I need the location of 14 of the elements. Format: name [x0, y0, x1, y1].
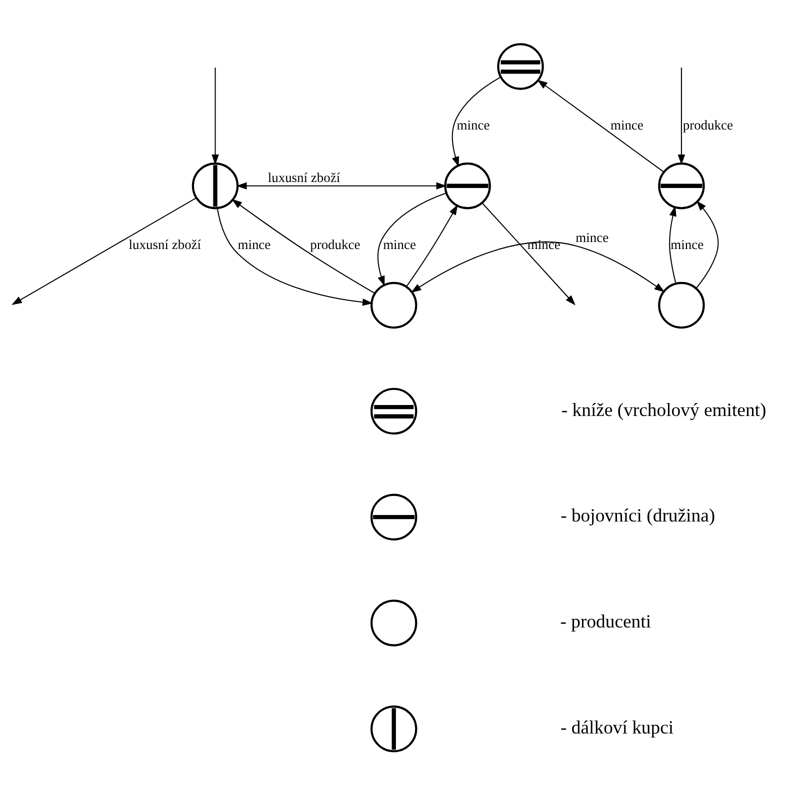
edge-label: produkce — [682, 118, 734, 133]
legend-label: - kníže (vrcholový emitent) — [561, 400, 766, 421]
legend-label: - bojovníci (družina) — [560, 506, 716, 527]
edge-label: mince — [610, 118, 644, 133]
edge-label: mince — [383, 237, 416, 252]
edge-label: mince — [238, 237, 271, 252]
edge-label: mince — [576, 230, 609, 245]
edge-label: luxusní zboží — [128, 237, 202, 252]
legend-label: - dálkoví kupci — [560, 717, 674, 738]
edge-label: mince — [670, 237, 704, 252]
legend-label: - producenti — [560, 612, 652, 633]
edge-label: luxusní zboží — [268, 170, 340, 186]
edge-label: mince — [456, 118, 490, 133]
edge-label: produkce — [310, 237, 360, 252]
